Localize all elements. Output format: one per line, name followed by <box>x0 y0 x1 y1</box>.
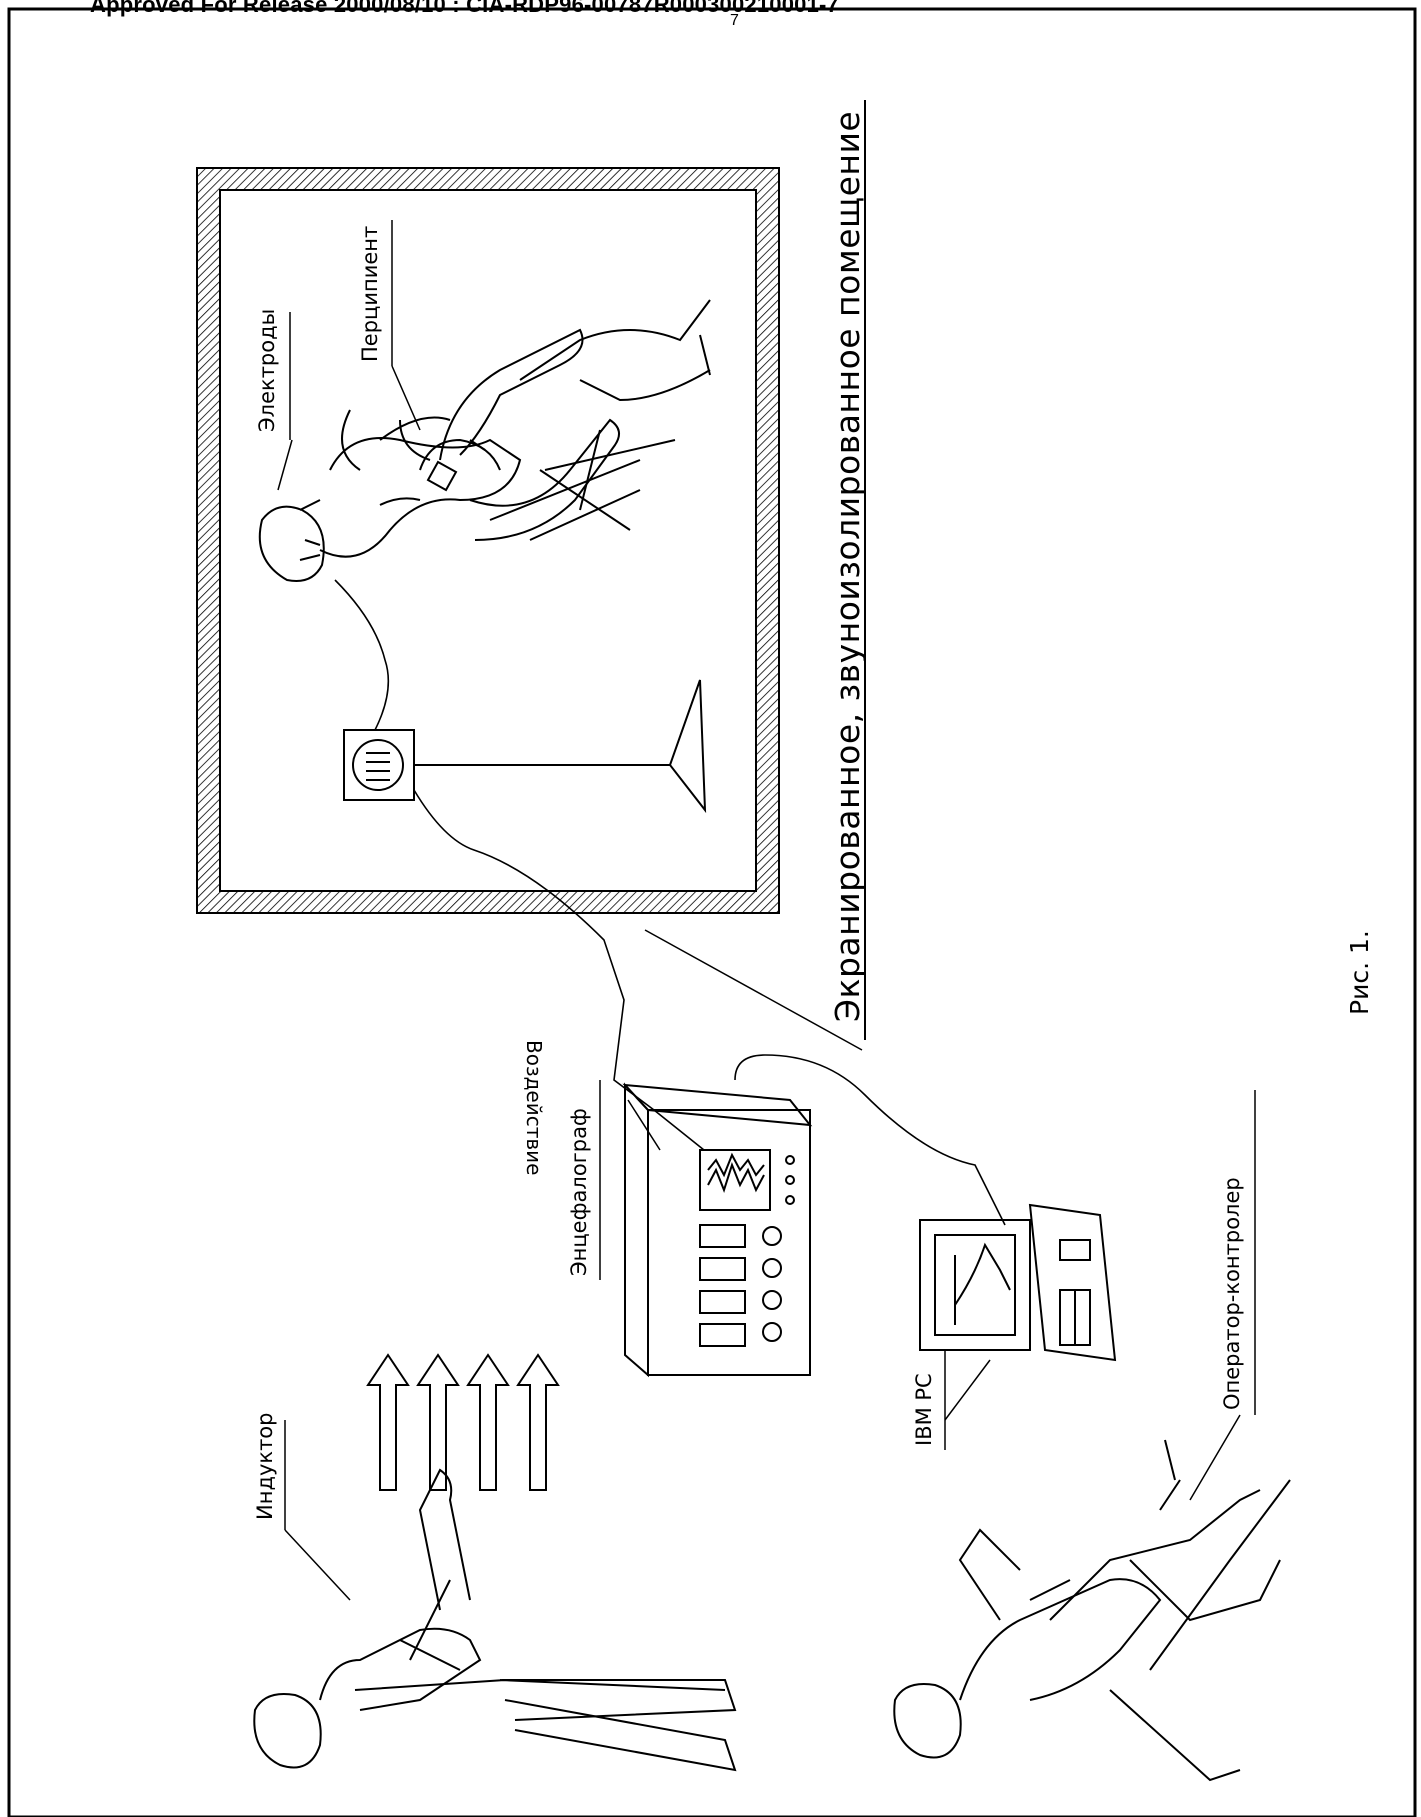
operator-leader <box>1189 1414 1241 1501</box>
page-frame <box>7 7 1417 1817</box>
ibm-pc-computer <box>919 1203 1117 1362</box>
inductor-label: Индуктор <box>253 1412 277 1520</box>
room-leader-line <box>644 929 863 1051</box>
influence-label: Воздействие <box>522 1040 546 1176</box>
ibm-pc-leader <box>944 1359 991 1421</box>
figure-caption: Рис. 1. <box>1345 930 1374 1015</box>
percipient-figure <box>258 299 711 582</box>
encephalograph-device <box>622 1082 813 1378</box>
electrodes-label: Электроды <box>255 308 279 432</box>
room-label: Экранированное, звуноизолированное помещ… <box>828 110 867 1022</box>
cable-head-to-sensor <box>334 579 390 731</box>
page-number: 7 <box>730 12 739 29</box>
percipient-leader <box>391 365 421 431</box>
influence-arrows <box>366 1353 560 1491</box>
eeg-leader <box>627 1099 661 1151</box>
operator-label: Оператор-контролер <box>1220 1177 1244 1410</box>
inductor-figure <box>253 1468 737 1772</box>
inductor-leader <box>284 1529 351 1601</box>
cable-eeg-to-pc <box>734 1054 1006 1226</box>
sensor-stand <box>343 679 707 814</box>
cable-sensor-to-eeg <box>413 789 705 1151</box>
operator-figure <box>893 1439 1291 1782</box>
electrodes-leader <box>277 439 293 491</box>
percipient-label: Перципиент <box>358 225 382 362</box>
eeg-label: Энцефалограф <box>567 1108 591 1276</box>
ibm-pc-label: IBM PC <box>912 1373 936 1446</box>
